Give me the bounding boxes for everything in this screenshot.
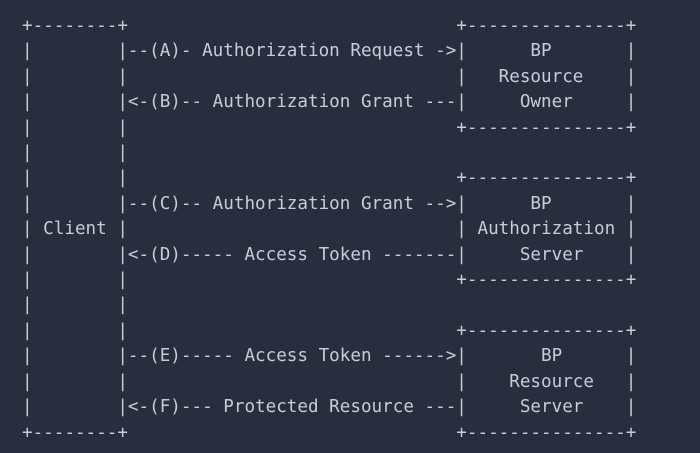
oauth-flow-ascii-diagram: +--------+ +---------------+ | |--(A)- A… [22, 16, 637, 443]
